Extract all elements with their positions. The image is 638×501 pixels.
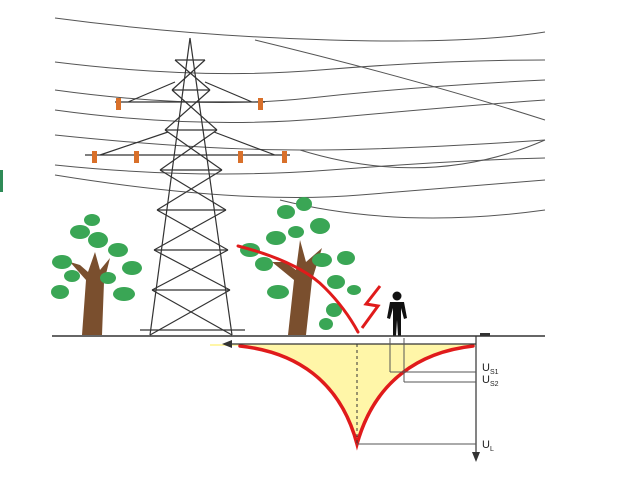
overhead-conductors <box>54 17 546 219</box>
us2-label: US2 <box>482 374 499 388</box>
lattice-pylon-icon <box>85 37 290 336</box>
us1-label: US1 <box>482 362 499 376</box>
fault-path <box>236 244 360 334</box>
person-icon <box>387 291 407 336</box>
insulators <box>92 98 287 163</box>
tree-icon <box>51 214 142 335</box>
left-edge-mark <box>0 170 3 192</box>
ul-label: UL <box>482 439 494 453</box>
lightning-icon <box>360 285 382 329</box>
tree-icon <box>240 197 361 335</box>
ground-stub <box>480 333 490 336</box>
reference-axes <box>222 336 480 462</box>
step-voltage-guides <box>357 338 476 445</box>
potential-area <box>210 344 475 444</box>
